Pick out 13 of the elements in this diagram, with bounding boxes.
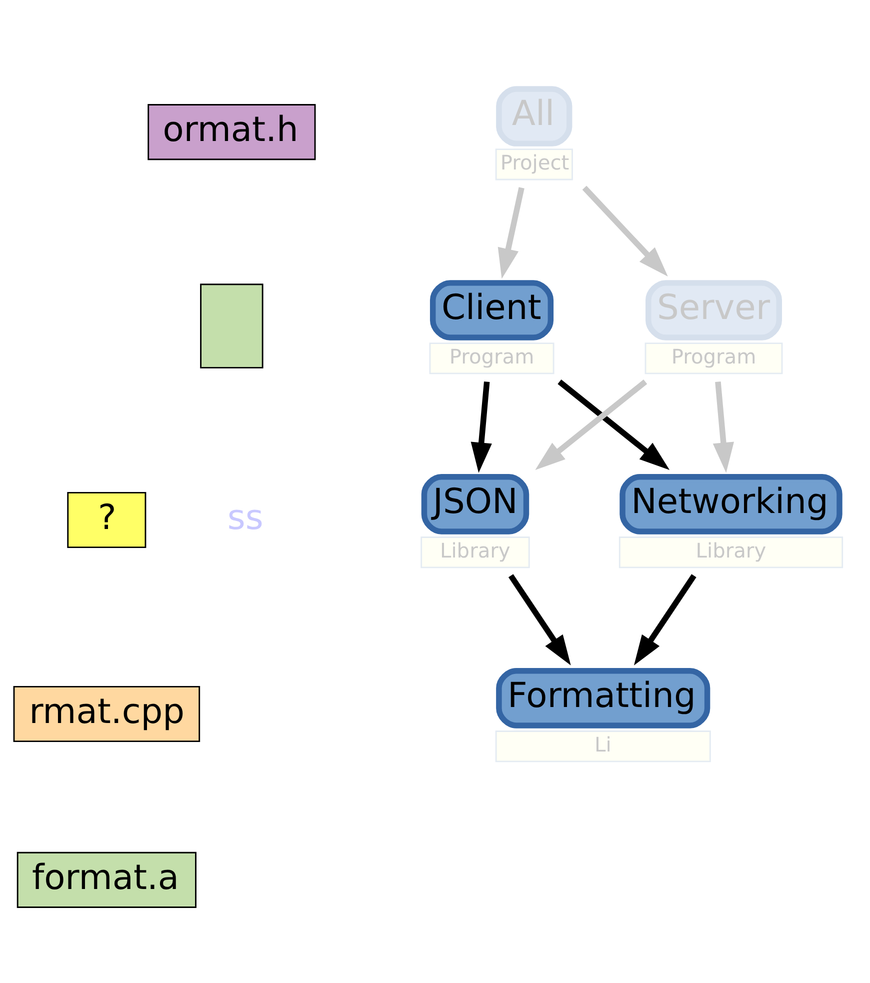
arrow [634,574,696,665]
node-box: ormat.h [148,104,316,160]
arrow [712,380,734,472]
arrow [498,186,524,278]
node-box: rmat.cpp [13,685,200,742]
arrow [582,185,668,276]
arrow [508,574,571,665]
arrow [470,380,492,472]
node-box [200,283,264,368]
node-box: ? [67,492,146,548]
node-box: format.a [16,851,196,908]
arrow [558,379,670,470]
arrow [535,379,648,470]
